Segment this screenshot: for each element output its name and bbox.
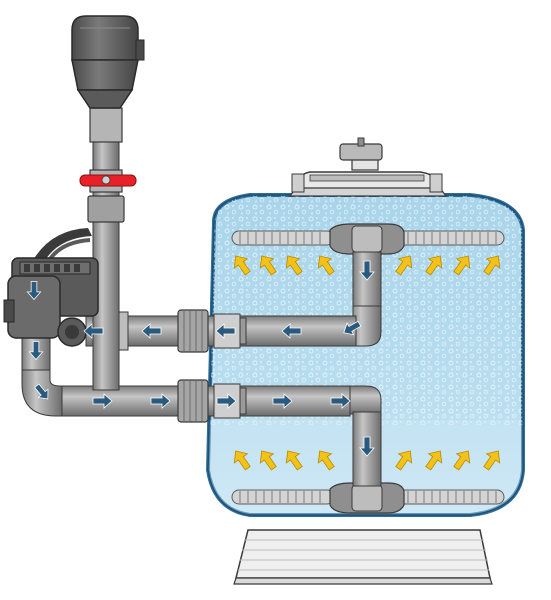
pump-vertical-pipe bbox=[87, 107, 125, 391]
tank-lid bbox=[288, 137, 448, 197]
ball-valve bbox=[79, 169, 137, 193]
multiport-valve bbox=[3, 228, 99, 347]
pump-motor bbox=[71, 15, 145, 109]
top-diffuser-laterals bbox=[231, 223, 505, 255]
valve-outlet-loop bbox=[21, 337, 63, 417]
tank-base bbox=[233, 529, 493, 585]
bottom-underdrain-laterals bbox=[231, 482, 505, 514]
